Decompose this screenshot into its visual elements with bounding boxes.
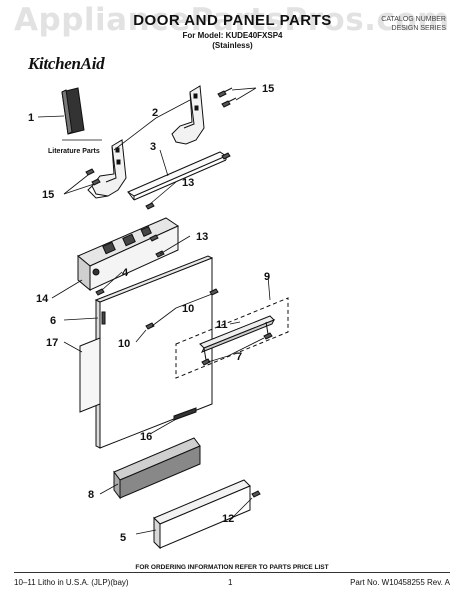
screw-10a <box>145 322 155 330</box>
insulation-panel <box>79 337 101 413</box>
footer-rule <box>14 572 450 573</box>
watermark: AppliancePartsPros.com <box>14 2 450 38</box>
callout-6: 6 <box>50 315 56 327</box>
finish-line: (Stainless) <box>212 41 253 50</box>
callout-7: 7 <box>236 351 242 363</box>
callout-13-lower: 13 <box>196 231 208 243</box>
callout-5: 5 <box>120 532 126 544</box>
catalog-info: CATALOG NUMBER DESIGN SERIES <box>381 15 446 33</box>
screws-left-15 <box>85 168 101 186</box>
callout-1: 1 <box>28 112 34 124</box>
ordering-note: FOR ORDERING INFORMATION REFER TO PARTS … <box>135 564 329 571</box>
callout-2: 2 <box>152 107 158 119</box>
handle-screw-7b <box>263 332 273 340</box>
callout-15-right: 15 <box>262 83 274 95</box>
callout-8: 8 <box>88 489 94 501</box>
top-channel-bar <box>126 151 228 201</box>
screw-12 <box>251 490 261 498</box>
callout-10-right: 10 <box>182 303 194 315</box>
literature-booklet <box>61 87 85 135</box>
handle-screw-7 <box>201 358 211 366</box>
callout-16: 16 <box>140 431 152 443</box>
leader-lines <box>37 87 271 535</box>
page-number: 1 <box>228 578 233 587</box>
callout-12: 12 <box>222 513 234 525</box>
right-hinge-bracket <box>171 85 205 145</box>
callout-17: 17 <box>46 337 58 349</box>
screw-4 <box>95 288 105 296</box>
model-line: For Model: KUDE40FXSP4 <box>182 31 283 40</box>
literature-parts-label: Literature Parts <box>48 148 100 155</box>
callout-10-left: 10 <box>118 338 130 350</box>
callout-3: 3 <box>150 141 156 153</box>
door-panel <box>94 255 214 449</box>
callout-14: 14 <box>36 293 49 305</box>
litho-info: 10–11 Litho in U.S.A. (JLP)(bay) <box>14 578 129 587</box>
toe-kick-panel <box>153 479 251 550</box>
callout-13-top: 13 <box>182 177 194 189</box>
door-handle <box>199 315 276 361</box>
toe-kick-insulation <box>113 437 201 500</box>
callout-15-left: 15 <box>42 189 54 201</box>
design-series-label: DESIGN SERIES <box>391 25 446 32</box>
screws-right-15 <box>217 87 237 108</box>
catalog-number-label: CATALOG NUMBER <box>381 16 446 23</box>
part-number: Part No. W10458255 Rev. A <box>350 578 450 587</box>
callout-9: 9 <box>264 271 270 283</box>
brand-logo: KitchenAid <box>28 54 105 73</box>
callout-4: 4 <box>122 267 129 279</box>
page-title: DOOR AND PANEL PARTS <box>133 12 332 29</box>
handle-kit-box <box>175 297 289 379</box>
badge-16 <box>173 407 197 421</box>
callout-11: 11 <box>216 319 228 331</box>
control-console <box>77 217 180 292</box>
